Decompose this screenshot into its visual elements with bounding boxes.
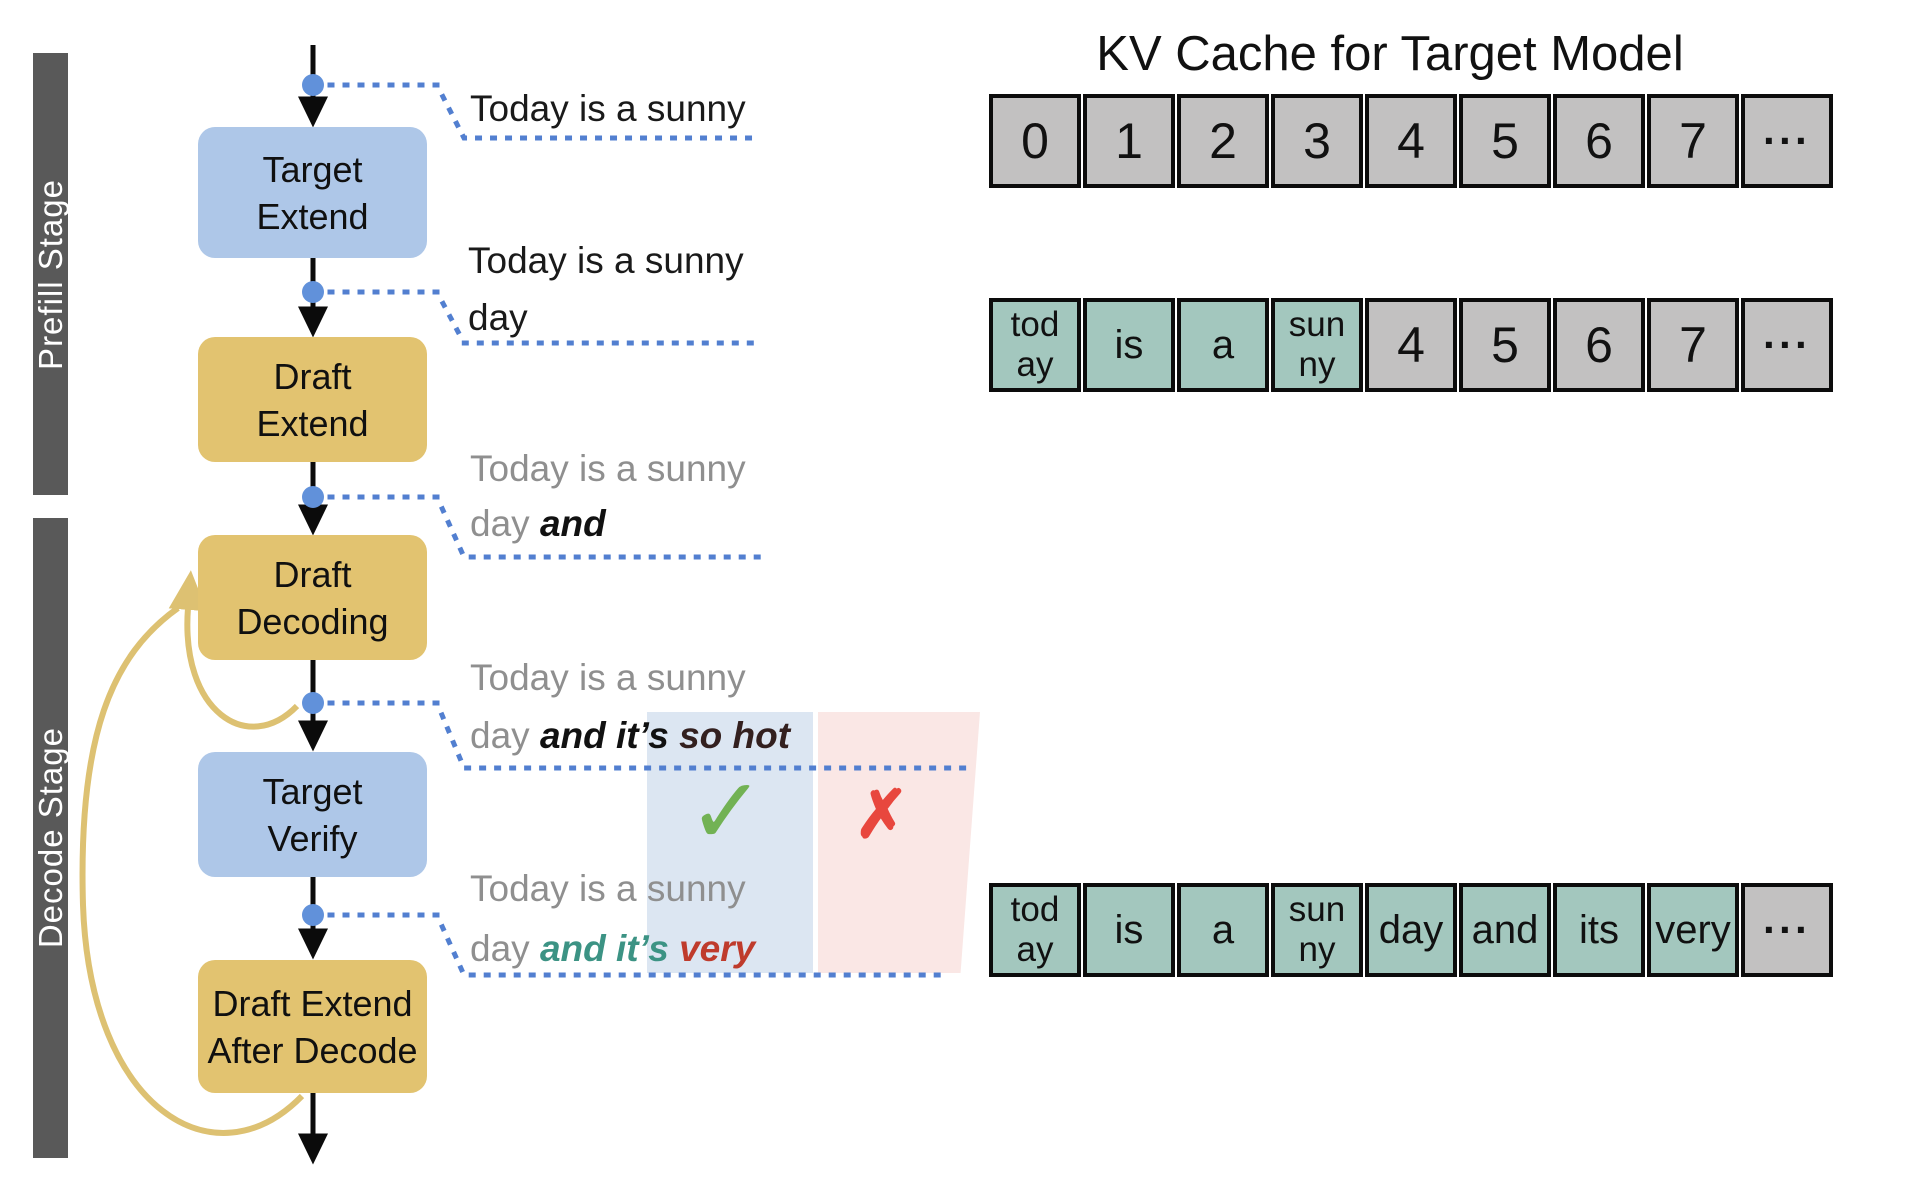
kv-cell: very <box>1647 883 1739 977</box>
annotation-after-target-extend-line2: day <box>468 297 528 339</box>
kv-cell: is <box>1083 883 1175 977</box>
target-extend-box: Target Extend <box>198 127 427 258</box>
kv-cell: a <box>1177 883 1269 977</box>
kv-cell-ellipsis: ··· <box>1741 883 1833 977</box>
draft-extend-after-decode-box: Draft Extend After Decode <box>198 960 427 1093</box>
target-verify-box: Target Verify <box>198 752 427 877</box>
annotation-text: Today is a sunny <box>470 868 746 909</box>
prefill-stage-bar: Prefill Stage <box>31 53 69 495</box>
draft-extend-box: Draft Extend <box>198 337 427 462</box>
annotation-text: day <box>470 928 540 969</box>
check-glyph: ✓ <box>688 761 766 863</box>
check-icon: ✓ <box>688 758 765 865</box>
kv-cell: day <box>1365 883 1457 977</box>
resampled-token: very <box>679 928 756 969</box>
kv-cell: 4 <box>1365 94 1457 188</box>
kv-cell: and <box>1459 883 1551 977</box>
box-label-line: Draft <box>273 553 352 595</box>
kv-cell: 6 <box>1553 298 1645 392</box>
kv-cell: its <box>1553 883 1645 977</box>
annotation-after-target-verify-line2: day and it’s very <box>470 928 755 970</box>
box-label-line: Target <box>262 148 363 190</box>
kv-cell: tod ay <box>989 883 1081 977</box>
box-label-line: Draft Extend <box>212 982 413 1024</box>
kv-cell: sun ny <box>1271 883 1363 977</box>
cross-icon: ✗ <box>854 776 909 853</box>
annotation-after-target-extend-line1: Today is a sunny <box>468 240 744 282</box>
annotation-after-draft-extend-line2: day and <box>470 503 606 545</box>
kv-cache-title: KV Cache for Target Model <box>1096 27 1684 81</box>
annotation-text: day <box>468 297 528 338</box>
kv-cell: 5 <box>1459 298 1551 392</box>
decode-stage-label: Decode Stage <box>31 727 69 949</box>
kv-cell: tod ay <box>989 298 1081 392</box>
draft-tokens-accepted: and it’s <box>539 715 680 756</box>
annotation-after-draft-extend-line1: Today is a sunny <box>470 448 746 490</box>
draft-tokens-rejected: so hot <box>679 715 791 756</box>
box-label-line: Draft <box>273 355 352 397</box>
cross-glyph: ✗ <box>854 777 910 851</box>
box-label-line: Extend <box>256 195 369 237</box>
kv-cell: sun ny <box>1271 298 1363 392</box>
kv-cell: 4 <box>1365 298 1457 392</box>
annotation-after-draft-decoding-line2: day and it’s so hot <box>470 715 790 757</box>
prefill-stage-label: Prefill Stage <box>31 178 69 370</box>
annotation-after-draft-decoding-line1: Today is a sunny <box>470 657 746 699</box>
decode-stage-bar: Decode Stage <box>31 518 69 1158</box>
new-draft-token: and <box>539 503 606 544</box>
kv-cell: 0 <box>989 94 1081 188</box>
box-label-line: Target <box>262 770 363 812</box>
box-label-line: Decoding <box>236 600 389 642</box>
kv-cell: 7 <box>1647 298 1739 392</box>
annotation-text: Today is a sunny <box>470 657 746 698</box>
kv-cell-ellipsis: ··· <box>1741 298 1833 392</box>
kv-cell: 2 <box>1177 94 1269 188</box>
kv-cell: 6 <box>1553 94 1645 188</box>
annotation-text: day <box>470 715 540 756</box>
annotation-after-target-verify-line1: Today is a sunny <box>470 868 746 910</box>
box-label-line: After Decode <box>207 1029 418 1071</box>
kv-cell: 3 <box>1271 94 1363 188</box>
kv-cell: 5 <box>1459 94 1551 188</box>
box-label-line: Verify <box>267 817 358 859</box>
kv-cache-row-initial: 0 1 2 3 4 5 6 7 ··· <box>989 94 1833 188</box>
annotation-text: Today is a sunny <box>470 88 746 129</box>
kv-cell: 1 <box>1083 94 1175 188</box>
annotation-after-input: Today is a sunny <box>470 88 746 130</box>
box-label-line: Extend <box>256 402 369 444</box>
kv-cell: a <box>1177 298 1269 392</box>
kv-cell-ellipsis: ··· <box>1741 94 1833 188</box>
verified-tokens: and it’s <box>539 928 680 969</box>
kv-cache-row-after-decode: tod ay is a sun ny day and its very ··· <box>989 883 1833 977</box>
kv-cell: 7 <box>1647 94 1739 188</box>
draft-decoding-box: Draft Decoding <box>198 535 427 660</box>
annotation-text: day <box>470 503 540 544</box>
annotation-text: Today is a sunny <box>470 448 746 489</box>
kv-cache-row-after-prefill: tod ay is a sun ny 4 5 6 7 ··· <box>989 298 1833 392</box>
kv-cell: is <box>1083 298 1175 392</box>
annotation-text: Today is a sunny <box>468 240 744 281</box>
